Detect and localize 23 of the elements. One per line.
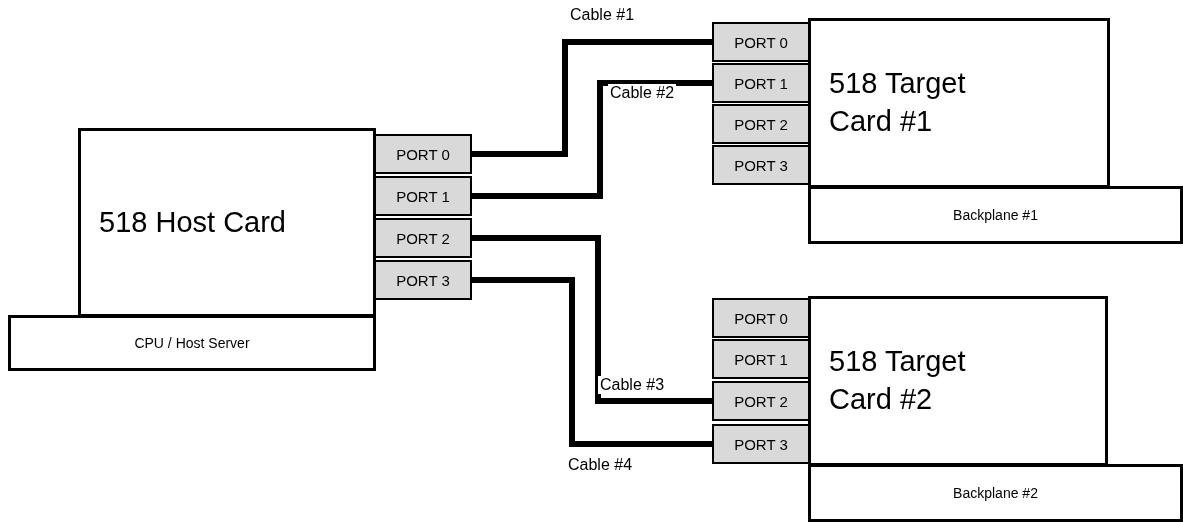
edge-label: Cable #3 (598, 376, 667, 394)
backplane-box: CPU / Host Server (8, 315, 376, 371)
port-slot: PORT 0 (374, 134, 472, 174)
port-slot: PORT 0 (712, 22, 810, 62)
port-slot: PORT 3 (712, 424, 810, 464)
cable-line (472, 80, 712, 199)
port-slot: PORT 2 (712, 381, 810, 421)
card-box: 518 Target Card #2 (808, 296, 1108, 466)
port-slot: PORT 3 (712, 145, 810, 185)
card-box: 518 Target Card #1 (808, 18, 1110, 188)
port-slot: PORT 1 (712, 63, 810, 103)
port-slot: PORT 3 (374, 260, 472, 300)
cable-line (472, 235, 712, 404)
port-slot: PORT 2 (374, 218, 472, 258)
cable-line (472, 277, 712, 447)
port-slot: PORT 1 (712, 339, 810, 379)
cable-line (472, 39, 712, 157)
card-box: 518 Host Card (78, 128, 376, 317)
port-slot: PORT 1 (374, 176, 472, 216)
backplane-box: Backplane #1 (808, 186, 1183, 244)
port-slot: PORT 0 (712, 298, 810, 338)
backplane-box: Backplane #2 (808, 464, 1183, 522)
port-slot: PORT 2 (712, 104, 810, 144)
